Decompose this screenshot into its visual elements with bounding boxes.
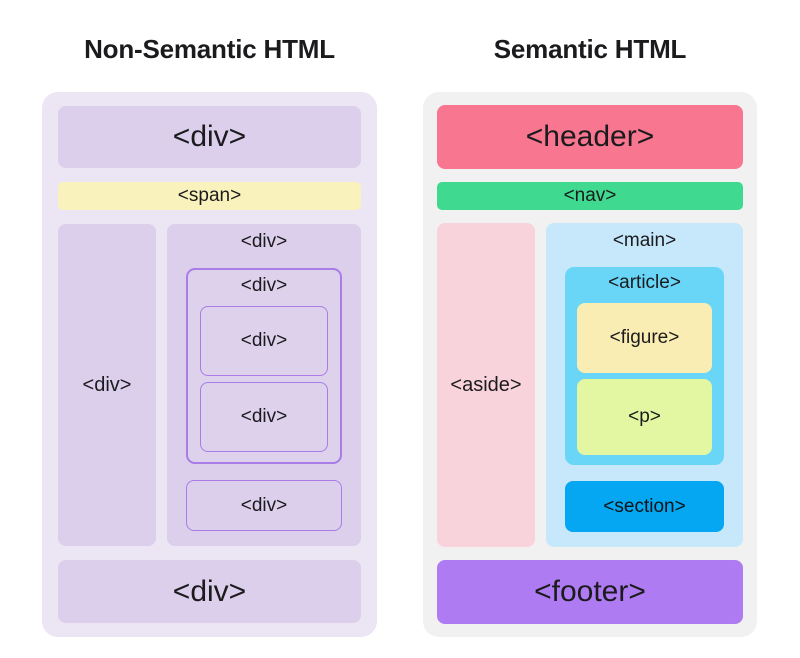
semantic-panel: <header> <nav> <aside> <main> <article> …	[423, 92, 757, 637]
main-block: <main> <article> <figure> <p> <section>	[546, 223, 743, 547]
div-inner-block-1: <div>	[200, 306, 328, 376]
div-top-block: <div>	[58, 106, 361, 168]
div-nested-block: <div> <div> <div>	[186, 268, 342, 464]
div-content-block: <div> <div> <div> <div> <div>	[167, 224, 361, 546]
div-sidebar-block: <div>	[58, 224, 156, 546]
p-block: <p>	[577, 379, 712, 455]
span-block: <span>	[58, 182, 361, 210]
semantic-middle-row: <aside> <main> <article> <figure> <p> <s…	[437, 223, 743, 547]
section-block: <section>	[565, 481, 724, 532]
non-semantic-panel: <div> <span> <div> <div> <div> <div> <di…	[42, 92, 377, 637]
div-nested-label: <div>	[240, 275, 288, 296]
div-content-label: <div>	[240, 231, 288, 252]
article-block: <article> <figure> <p>	[565, 267, 724, 465]
div-bottom-block: <div>	[58, 560, 361, 623]
nav-block: <nav>	[437, 182, 743, 210]
figure-block: <figure>	[577, 303, 712, 373]
header-block: <header>	[437, 105, 743, 169]
div-inner-block-2: <div>	[200, 382, 328, 452]
article-label: <article>	[608, 272, 681, 293]
non-semantic-middle-row: <div> <div> <div> <div> <div> <div>	[58, 224, 361, 546]
semantic-title: Semantic HTML	[493, 34, 687, 64]
aside-block: <aside>	[437, 223, 535, 547]
div-single-block: <div>	[186, 480, 342, 531]
main-label: <main>	[612, 230, 677, 251]
non-semantic-title: Non-Semantic HTML	[84, 34, 335, 64]
footer-block: <footer>	[437, 560, 743, 624]
